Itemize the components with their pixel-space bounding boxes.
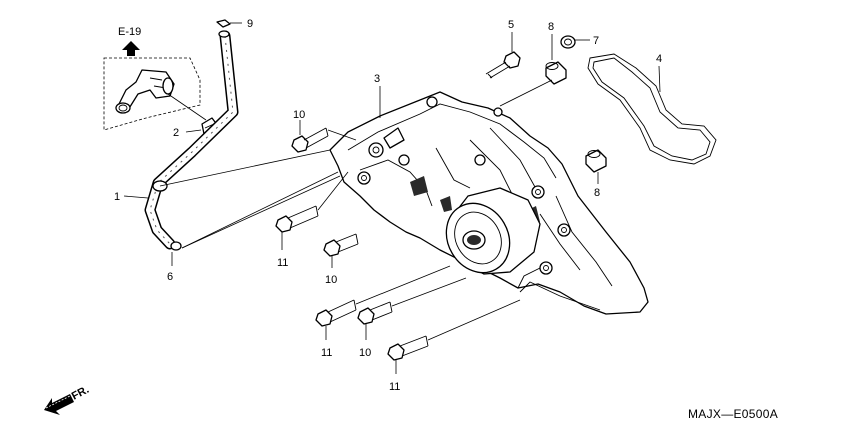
bolt-part-10-lower	[357, 301, 393, 325]
reference-up-arrow-icon	[122, 41, 140, 56]
clip-part-9	[216, 19, 242, 28]
front-direction-arrow-icon	[44, 394, 74, 415]
pump-impeller-housing	[445, 187, 541, 275]
callout-4: 4	[656, 53, 662, 65]
front-label: FR.	[70, 384, 91, 403]
callout-1: 1	[114, 191, 120, 203]
callout-2: 2	[173, 127, 179, 139]
bolt-part-11-bottom	[387, 335, 429, 361]
clip-part-6	[170, 241, 182, 251]
callout-5: 5	[508, 19, 514, 31]
callout-11-left: 11	[277, 257, 288, 269]
reference-label: E-19	[118, 26, 141, 38]
gasket-part-4	[587, 53, 717, 165]
callout-8-right: 8	[594, 187, 600, 199]
callout-6: 6	[167, 271, 173, 283]
dowel-pin-part-8-top	[545, 61, 567, 85]
bolt-part-10-upper	[291, 127, 329, 153]
diagram-code: MAJX—E0500A	[688, 407, 778, 421]
callout-11-bottom: 11	[389, 381, 400, 393]
dowel-pin-part-8-right	[585, 149, 607, 173]
bolt-part-11-lower-left	[315, 299, 357, 327]
callout-9: 9	[247, 18, 253, 30]
callout-10-lower: 10	[359, 347, 371, 359]
callout-7: 7	[593, 35, 599, 47]
callout-10-middle: 10	[325, 274, 337, 286]
callout-11-lower-left: 11	[321, 347, 332, 359]
callout-10-upper: 10	[293, 109, 305, 121]
vent-fitting	[115, 69, 175, 114]
callout-3: 3	[374, 73, 380, 85]
breather-hose-part-1	[144, 30, 239, 250]
o-ring-part-7	[560, 35, 576, 49]
bolt-part-5	[485, 51, 521, 79]
bolt-part-11-left	[275, 205, 319, 233]
callout-8-top: 8	[548, 21, 554, 33]
bolt-part-10-middle	[323, 233, 359, 257]
sub-assembly-dashed-box	[103, 57, 201, 131]
